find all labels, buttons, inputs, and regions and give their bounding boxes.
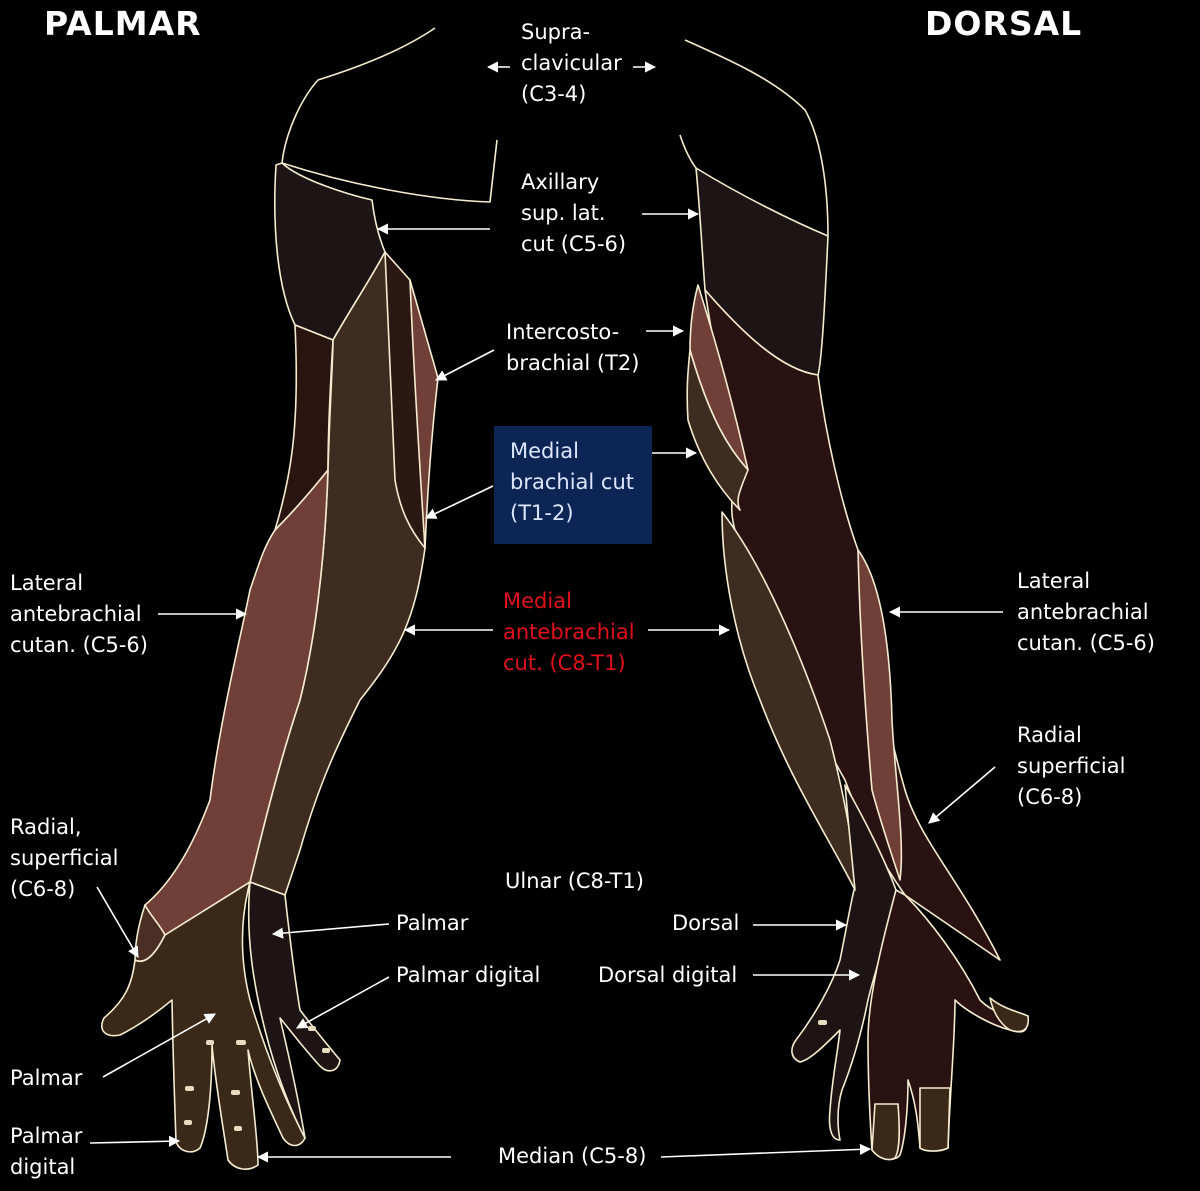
heading-dorsal: DORSAL <box>925 4 1082 43</box>
arrow-radial-superficial-right <box>929 767 995 823</box>
dorsal-fingertip-marks <box>818 1020 827 1025</box>
heading-palmar: PALMAR <box>44 4 202 43</box>
palmar-ulnar-region <box>249 882 340 1138</box>
label-ulnar-dorsal: Dorsal <box>672 908 739 939</box>
label-ulnar-palmar: Palmar <box>396 908 468 939</box>
label-supraclavicular: Supra- clavicular (C3-4) <box>521 17 622 110</box>
dorsal-median-tip-2 <box>872 1104 899 1160</box>
label-median: Median (C5-8) <box>498 1141 646 1172</box>
label-medial-antebrachial: Medial antebrachial cut. (C8-T1) <box>503 586 635 679</box>
arrow-median-palmar-digital <box>90 1141 179 1143</box>
dorsal-chest-outline <box>680 135 696 168</box>
label-lateral-antebrachial-right: Lateral antebrachial cutan. (C5-6) <box>1017 566 1155 659</box>
arrow-medial-brachial-left <box>426 486 493 518</box>
label-radial-superficial-left: Radial, superficial (C6-8) <box>10 812 118 905</box>
label-radial-superficial-right: Radial superficial (C6-8) <box>1017 720 1125 813</box>
label-median-palmar-digital: Palmar digital <box>10 1121 82 1183</box>
label-medial-brachial: Medial brachial cut (T1-2) <box>510 436 652 529</box>
arrow-intercostobrachial-left <box>436 350 494 380</box>
label-median-palmar: Palmar <box>10 1063 82 1094</box>
palmar-arm <box>102 28 497 1169</box>
label-lateral-antebrachial-left: Lateral antebrachial cutan. (C5-6) <box>10 568 148 661</box>
arrow-ulnar-palmar-digital <box>297 977 389 1028</box>
label-axillary: Axillary sup. lat. cut (C5-6) <box>521 167 626 260</box>
dorsal-median-tip-1 <box>920 1088 950 1151</box>
label-ulnar-dorsal-digital: Dorsal digital <box>598 960 737 991</box>
palmar-shoulder-outline <box>282 28 435 163</box>
dorsal-median-tip-3 <box>990 998 1028 1031</box>
label-ulnar-palmar-digital: Palmar digital <box>396 960 540 991</box>
arrow-ulnar-palmar <box>273 924 389 934</box>
dorsal-arm <box>680 40 1028 1160</box>
arrow-median-right <box>661 1149 870 1157</box>
label-intercostobrachial: Intercosto- brachial (T2) <box>506 317 639 379</box>
label-ulnar: Ulnar (C8-T1) <box>505 866 644 897</box>
medial-brachial-box: Medial brachial cut (T1-2) <box>494 426 652 544</box>
